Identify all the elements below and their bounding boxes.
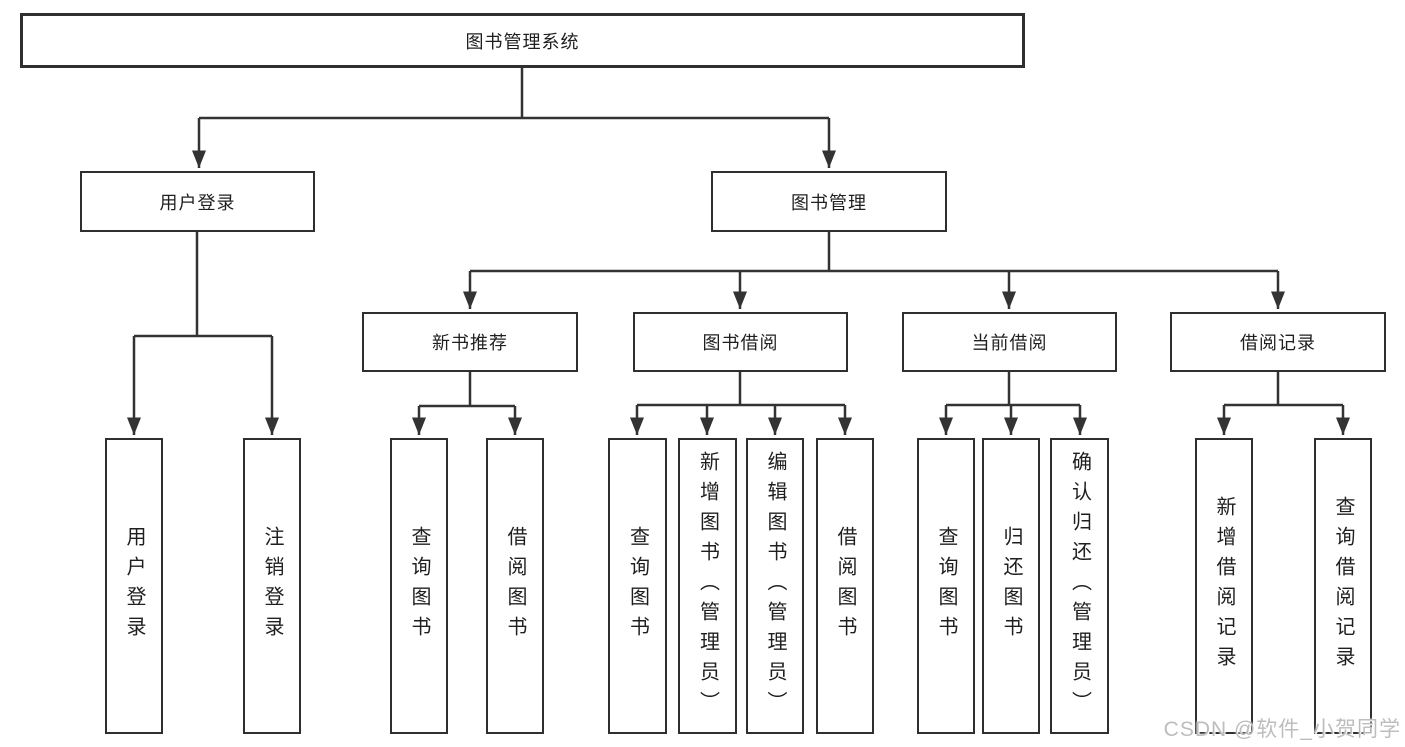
leaf-query-books-1: 查询图书 xyxy=(390,438,448,734)
node-new-book-recommendation: 新书推荐 xyxy=(362,312,578,372)
leaf-return-books: 归还图书 xyxy=(982,438,1040,734)
leaf-user-login: 用户登录 xyxy=(105,438,163,734)
node-label: 新增借阅记录 xyxy=(1213,496,1235,676)
node-label: 借阅图书 xyxy=(834,526,856,646)
node-book-management: 图书管理 xyxy=(711,171,947,232)
node-label: 用户登录 xyxy=(123,526,145,646)
node-label: 查询图书 xyxy=(408,526,430,646)
leaf-edit-books-admin: 编辑图书（管理员） xyxy=(746,438,804,734)
node-label: 当前借阅 xyxy=(971,333,1048,353)
node-label: 用户登录 xyxy=(159,192,236,213)
node-label: 归还图书 xyxy=(1000,526,1022,646)
node-current-borrowing: 当前借阅 xyxy=(902,312,1117,372)
leaf-query-books-3: 查询图书 xyxy=(917,438,975,734)
node-borrowing-records: 借阅记录 xyxy=(1170,312,1386,372)
connector-current-borrow-children xyxy=(939,372,1087,435)
connector-book-borrow-children xyxy=(630,372,852,435)
node-label: 图书管理 xyxy=(791,192,867,213)
leaf-borrow-books-2: 借阅图书 xyxy=(816,438,874,734)
node-label: 图书借阅 xyxy=(702,333,779,353)
node-library-management-system: 图书管理系统 xyxy=(20,13,1025,68)
leaf-query-borrow-record: 查询借阅记录 xyxy=(1314,438,1372,734)
node-label: 注销登录 xyxy=(261,526,283,646)
node-label: 查询借阅记录 xyxy=(1332,496,1354,676)
connector-root-to-level2 xyxy=(192,68,836,168)
node-label: 查询图书 xyxy=(935,526,957,646)
connector-book-mgmt-children xyxy=(463,232,1285,309)
node-label: 新增图书（管理员） xyxy=(696,451,719,721)
connector-user-login-children xyxy=(127,232,279,435)
connector-borrow-record-children xyxy=(1217,372,1350,435)
node-label: 借阅记录 xyxy=(1240,333,1316,353)
leaf-query-books-2: 查询图书 xyxy=(608,438,667,734)
leaf-borrow-books-1: 借阅图书 xyxy=(486,438,544,734)
node-label: 新书推荐 xyxy=(432,333,508,353)
node-label: 确认归还（管理员） xyxy=(1068,451,1091,721)
node-label: 编辑图书（管理员） xyxy=(764,451,786,721)
node-label: 图书管理系统 xyxy=(465,31,580,52)
node-label: 查询图书 xyxy=(626,526,649,646)
node-book-borrowing: 图书借阅 xyxy=(633,312,848,372)
leaf-confirm-return-admin: 确认归还（管理员） xyxy=(1050,438,1109,734)
node-label: 借阅图书 xyxy=(504,526,526,646)
csdn-watermark: CSDN @软件_小贺同学 xyxy=(1163,718,1401,741)
node-user-login: 用户登录 xyxy=(80,171,315,232)
leaf-add-books-admin: 新增图书（管理员） xyxy=(678,438,737,734)
connector-new-book-children xyxy=(412,372,522,435)
leaf-add-borrow-record: 新增借阅记录 xyxy=(1195,438,1253,734)
leaf-logout: 注销登录 xyxy=(243,438,301,734)
